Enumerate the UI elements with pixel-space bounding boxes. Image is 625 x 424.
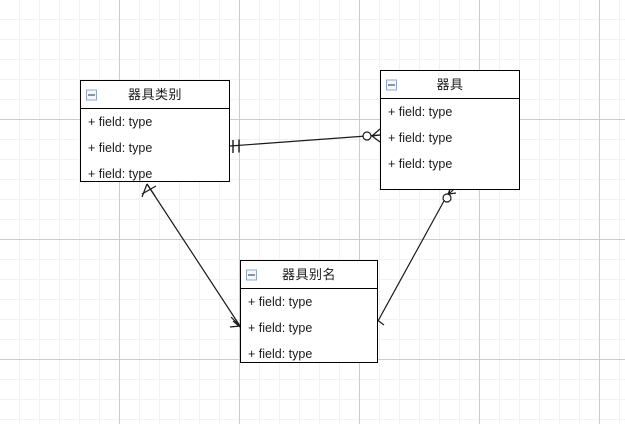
entity-field[interactable]: + field: type: [248, 295, 313, 309]
relationship-qiju-qijubieming[interactable]: [368, 185, 457, 326]
entity-field[interactable]: + field: type: [88, 167, 153, 181]
entity-title: 器具类别: [127, 87, 182, 102]
relationship-line: [377, 189, 451, 322]
entity-field[interactable]: + field: type: [248, 321, 313, 335]
entity-field-list: + field: type + field: type + field: typ…: [381, 99, 519, 183]
minus-box-icon[interactable]: [386, 79, 397, 90]
entity-header: 器具: [381, 71, 519, 99]
relationship-qijuleibie-qijubieming[interactable]: [141, 183, 246, 332]
entity-body-spacer: [381, 177, 519, 183]
relationship-line: [146, 183, 241, 327]
minus-box-icon[interactable]: [86, 89, 97, 100]
entity-field[interactable]: + field: type: [388, 157, 453, 171]
entity-header: 器具别名: [241, 261, 377, 289]
entity-title: 器具: [436, 77, 464, 92]
minus-box-icon[interactable]: [246, 269, 257, 280]
entity-field[interactable]: + field: type: [388, 105, 453, 119]
entity-qijuleibie[interactable]: 器具类别 + field: type + field: type + field…: [80, 80, 230, 182]
entity-field[interactable]: + field: type: [88, 115, 153, 129]
relationship-line: [229, 134, 381, 147]
entity-field-list: + field: type + field: type + field: typ…: [241, 289, 377, 367]
entity-qiju[interactable]: 器具 + field: type + field: type + field: …: [380, 70, 520, 190]
cardinality-one-and-only-one: [232, 139, 240, 153]
entity-field-list: + field: type + field: type + field: typ…: [81, 109, 229, 187]
entity-title: 器具别名: [281, 267, 336, 282]
entity-field[interactable]: + field: type: [388, 131, 453, 145]
cardinality-zero-or-many: [362, 128, 381, 143]
entity-field[interactable]: + field: type: [248, 347, 313, 361]
entity-header: 器具类别: [81, 81, 229, 109]
entity-qijubieming[interactable]: 器具别名 + field: type + field: type + field…: [240, 260, 378, 363]
relationship-qijuleibie-qiju[interactable]: [229, 128, 381, 153]
entity-field[interactable]: + field: type: [88, 141, 153, 155]
